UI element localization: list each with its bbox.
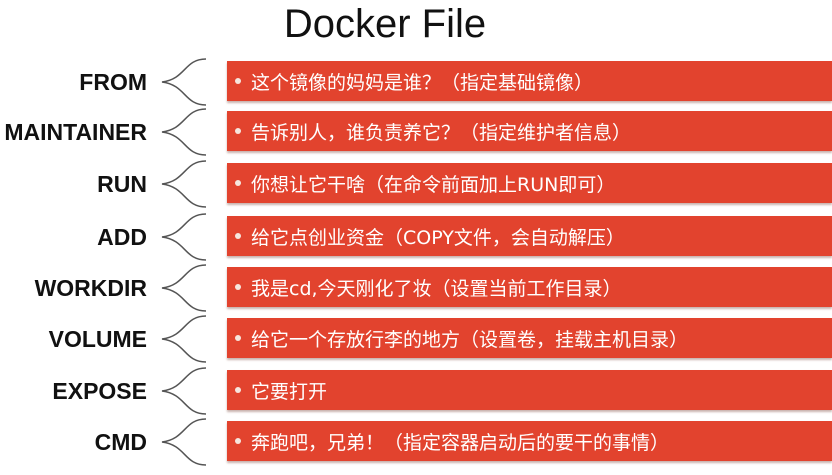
instruction-row: EXPOSE 它要打开 — [0, 367, 832, 415]
instruction-keyword: WORKDIR — [34, 275, 147, 301]
instruction-description: 它要打开 — [251, 380, 328, 403]
instruction-row: FROM 这个镜像的妈妈是谁？（指定基础镜像） — [0, 58, 832, 106]
instruction-row: WORKDIR 我是cd,今天刚化了妆（设置当前工作目录） — [0, 264, 832, 312]
instruction-description-box: 奔跑吧，兄弟！（指定容器启动后的要干的事情） — [227, 421, 832, 461]
instruction-description-box: 给它一个存放行李的地方（设置卷，挂载主机目录） — [227, 318, 832, 358]
bullet-icon — [235, 335, 241, 341]
bullet-icon — [235, 387, 241, 393]
instruction-keyword: FROM — [79, 69, 147, 95]
page-title: Docker File — [283, 2, 487, 46]
instruction-keyword: EXPOSE — [52, 378, 147, 404]
instruction-description-box: 这个镜像的妈妈是谁？（指定基础镜像） — [227, 61, 832, 101]
instruction-row: MAINTAINER 告诉别人，谁负责养它？（指定维护者信息） — [0, 108, 832, 156]
brace-icon — [161, 418, 207, 466]
instruction-row: VOLUME 给它一个存放行李的地方（设置卷，挂载主机目录） — [0, 315, 832, 363]
brace-icon — [161, 58, 207, 106]
instruction-description-box: 给它点创业资金（COPY文件，会自动解压） — [227, 216, 832, 256]
brace-icon — [161, 367, 207, 415]
instruction-description-box: 你想让它干啥（在命令前面加上RUN即可） — [227, 163, 832, 203]
instruction-keyword: RUN — [97, 171, 147, 197]
instruction-row: RUN 你想让它干啥（在命令前面加上RUN即可） — [0, 160, 832, 208]
instruction-description-box: 告诉别人，谁负责养它？（指定维护者信息） — [227, 111, 832, 151]
instruction-description: 你想让它干啥（在命令前面加上RUN即可） — [251, 173, 616, 196]
instruction-description: 这个镜像的妈妈是谁？（指定基础镜像） — [251, 71, 594, 94]
brace-icon — [161, 213, 207, 261]
instruction-keyword: CMD — [94, 429, 147, 455]
brace-icon — [161, 264, 207, 312]
instruction-description-box: 它要打开 — [227, 370, 832, 410]
instruction-description: 告诉别人，谁负责养它？（指定维护者信息） — [251, 121, 632, 144]
brace-icon — [161, 160, 207, 208]
instruction-row: ADD 给它点创业资金（COPY文件，会自动解压） — [0, 213, 832, 261]
bullet-icon — [235, 180, 241, 186]
instruction-keyword: VOLUME — [48, 326, 147, 352]
bullet-icon — [235, 78, 241, 84]
instruction-keyword: ADD — [97, 224, 147, 250]
instruction-description: 我是cd,今天刚化了妆（设置当前工作目录） — [251, 277, 622, 300]
instruction-description-box: 我是cd,今天刚化了妆（设置当前工作目录） — [227, 267, 832, 307]
bullet-icon — [235, 438, 241, 444]
instruction-description: 给它点创业资金（COPY文件，会自动解压） — [251, 226, 625, 249]
bullet-icon — [235, 128, 241, 134]
bullet-icon — [235, 233, 241, 239]
instruction-description: 奔跑吧，兄弟！（指定容器启动后的要干的事情） — [251, 431, 670, 454]
brace-icon — [161, 315, 207, 363]
instruction-description: 给它一个存放行李的地方（设置卷，挂载主机目录） — [251, 328, 689, 351]
instruction-keyword: MAINTAINER — [4, 119, 147, 145]
brace-icon — [161, 108, 207, 156]
bullet-icon — [235, 284, 241, 290]
instruction-row: CMD 奔跑吧，兄弟！（指定容器启动后的要干的事情） — [0, 418, 832, 466]
